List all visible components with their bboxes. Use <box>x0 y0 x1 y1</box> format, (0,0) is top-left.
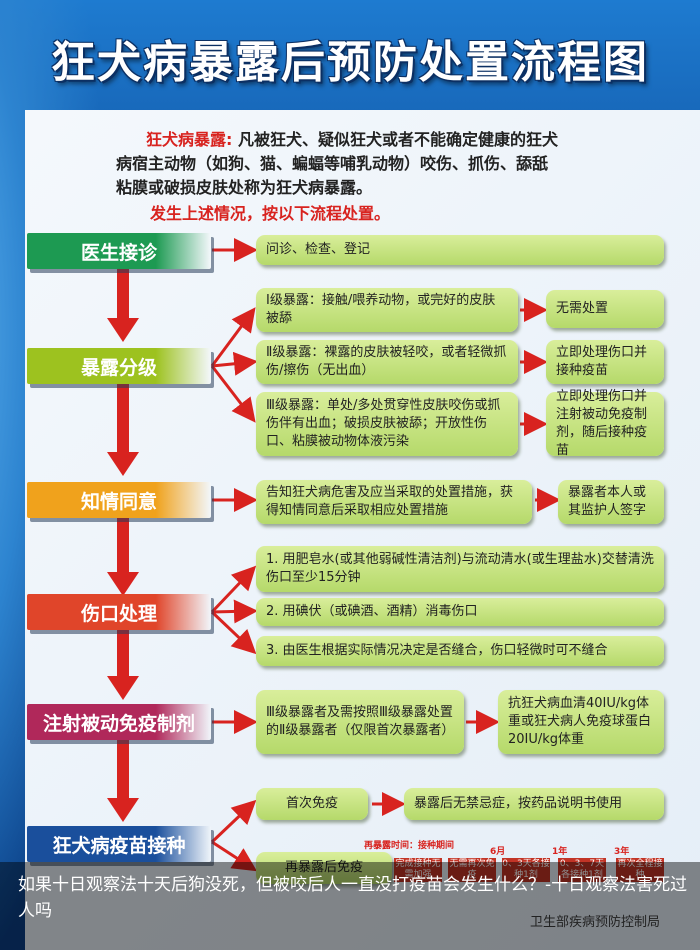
box-consent-sign: 暴露者本人或其监护人签字 <box>558 480 664 524</box>
box-vaccine-reexposure: 再暴露后免疫 <box>256 852 392 884</box>
reexposure-timeline: 再暴露时间：接种期间 6月 1年 3年 完成接种无需加强 无需再次免疫 0、3天… <box>262 838 672 882</box>
stage-reception-label: 医生接诊 <box>80 241 157 264</box>
box-vaccine-first-note: 暴露后无禁忌症，按药品说明书使用 <box>404 788 664 820</box>
timeline-cell-3: 0、3天各接种1剂 <box>502 858 550 882</box>
timeline-mark-6m: 6月 <box>490 847 506 857</box>
box-consent: 告知狂犬病危害及应当采取的处置措施，获得知情同意后采取相应处置措施 <box>256 480 532 524</box>
stage-exposure-grading-label: 暴露分级 <box>80 356 157 379</box>
timeline-cell-1: 完成接种无需加强 <box>394 858 442 882</box>
box-grade2: Ⅱ级暴露：裸露的皮肤被轻咬，或者轻微抓伤/擦伤（无出血） <box>256 340 518 384</box>
box-wound-step2: 2. 用碘伏（或碘酒、酒精）消毒伤口 <box>256 598 664 626</box>
stage-informed-consent-label: 知情同意 <box>80 490 157 513</box>
box-passive-dose: 抗狂犬病血清40IU/kg体重或狂犬病人免疫球蛋白20IU/kg体重 <box>498 690 664 754</box>
intro-text-3: 粘膜或破损皮肤处称为狂犬病暴露。 <box>116 178 373 197</box>
box-grade3-action: 立即处理伤口并注射被动免疫制剂，随后接种疫苗 <box>546 389 664 458</box>
box-vaccine-first: 首次免疫 <box>256 788 368 820</box>
timeline-cell-4: 0、3、7天各接种1剂 <box>558 858 606 882</box>
stage-wound-treatment-label: 伤口处理 <box>80 602 157 625</box>
box-wound-step1: 1. 用肥皂水(或其他弱碱性清洁剂)与流动清水(或生理盐水)交替清洗伤口至少15… <box>256 546 664 592</box>
stage-reception: 医生接诊 <box>27 233 211 269</box>
box-wound-step3: 3. 由医生根据实际情况决定是否缝合，伤口轻微时可不缝合 <box>256 636 664 666</box>
publisher-credit: 卫生部疾病预防控制局 <box>529 915 660 930</box>
box-grade1-action: 无需处置 <box>546 290 664 328</box>
caption-overlay <box>0 862 700 950</box>
stage-passive-immunization-label: 注射被动免疫制剂 <box>42 712 195 735</box>
intro-text-2: 病宿主动物（如狗、猫、蝙蝠等哺乳动物）咬伤、抓伤、舔舐 <box>116 154 549 173</box>
timeline-cell-5: 再次全程接种 <box>616 858 664 882</box>
box-reception: 问诊、检查、登记 <box>256 235 664 265</box>
intro-instruction: 发生上述情况，按以下流程处置。 <box>150 204 391 223</box>
stage-vaccination: 狂犬病疫苗接种 <box>27 826 211 862</box>
stage-vaccination-label: 狂犬病疫苗接种 <box>52 834 186 857</box>
intro-line-1: 狂犬病暴露: 凡被狂犬、疑似狂犬或者不能确定健康的狂犬 <box>116 126 676 150</box>
stage-passive-immunization: 注射被动免疫制剂 <box>27 704 211 740</box>
timeline-header: 再暴露时间：接种期间 <box>364 841 455 851</box>
box-grade3: Ⅲ级暴露：单处/多处贯穿性皮肤咬伤或抓伤伴有出血；破损皮肤被舔；开放性伤口、粘膜… <box>256 392 518 456</box>
branch-arrows <box>210 238 561 872</box>
stage-informed-consent: 知情同意 <box>27 482 211 518</box>
box-passive-criteria: Ⅲ级暴露者及需按照Ⅲ级暴露处置的Ⅱ级暴露者（仅限首次暴露者） <box>256 690 464 754</box>
box-grade2-action: 立即处理伤口并接种疫苗 <box>546 340 664 384</box>
stage-exposure-grading: 暴露分级 <box>27 348 211 384</box>
main-flow-arrows <box>107 268 139 822</box>
intro-text-1: 凡被狂犬、疑似狂犬或者不能确定健康的狂犬 <box>237 130 558 149</box>
page-title: 狂犬病暴露后预防处置流程图 <box>51 37 649 88</box>
timeline-mark-3y: 3年 <box>614 847 630 857</box>
box-grade1: Ⅰ级暴露：接触/喂养动物，或完好的皮肤被舔 <box>256 288 518 332</box>
timeline-cell-2: 无需再次免疫 <box>448 858 496 882</box>
intro-term: 狂犬病暴露: <box>146 130 233 149</box>
timeline-mark-1y: 1年 <box>552 847 568 857</box>
caption-text: 如果十日观察法十天后狗没死，但被咬后人一直没打疫苗会发生什么？-十日观察法害死过… <box>18 875 688 922</box>
stage-wound-treatment: 伤口处理 <box>27 594 211 630</box>
